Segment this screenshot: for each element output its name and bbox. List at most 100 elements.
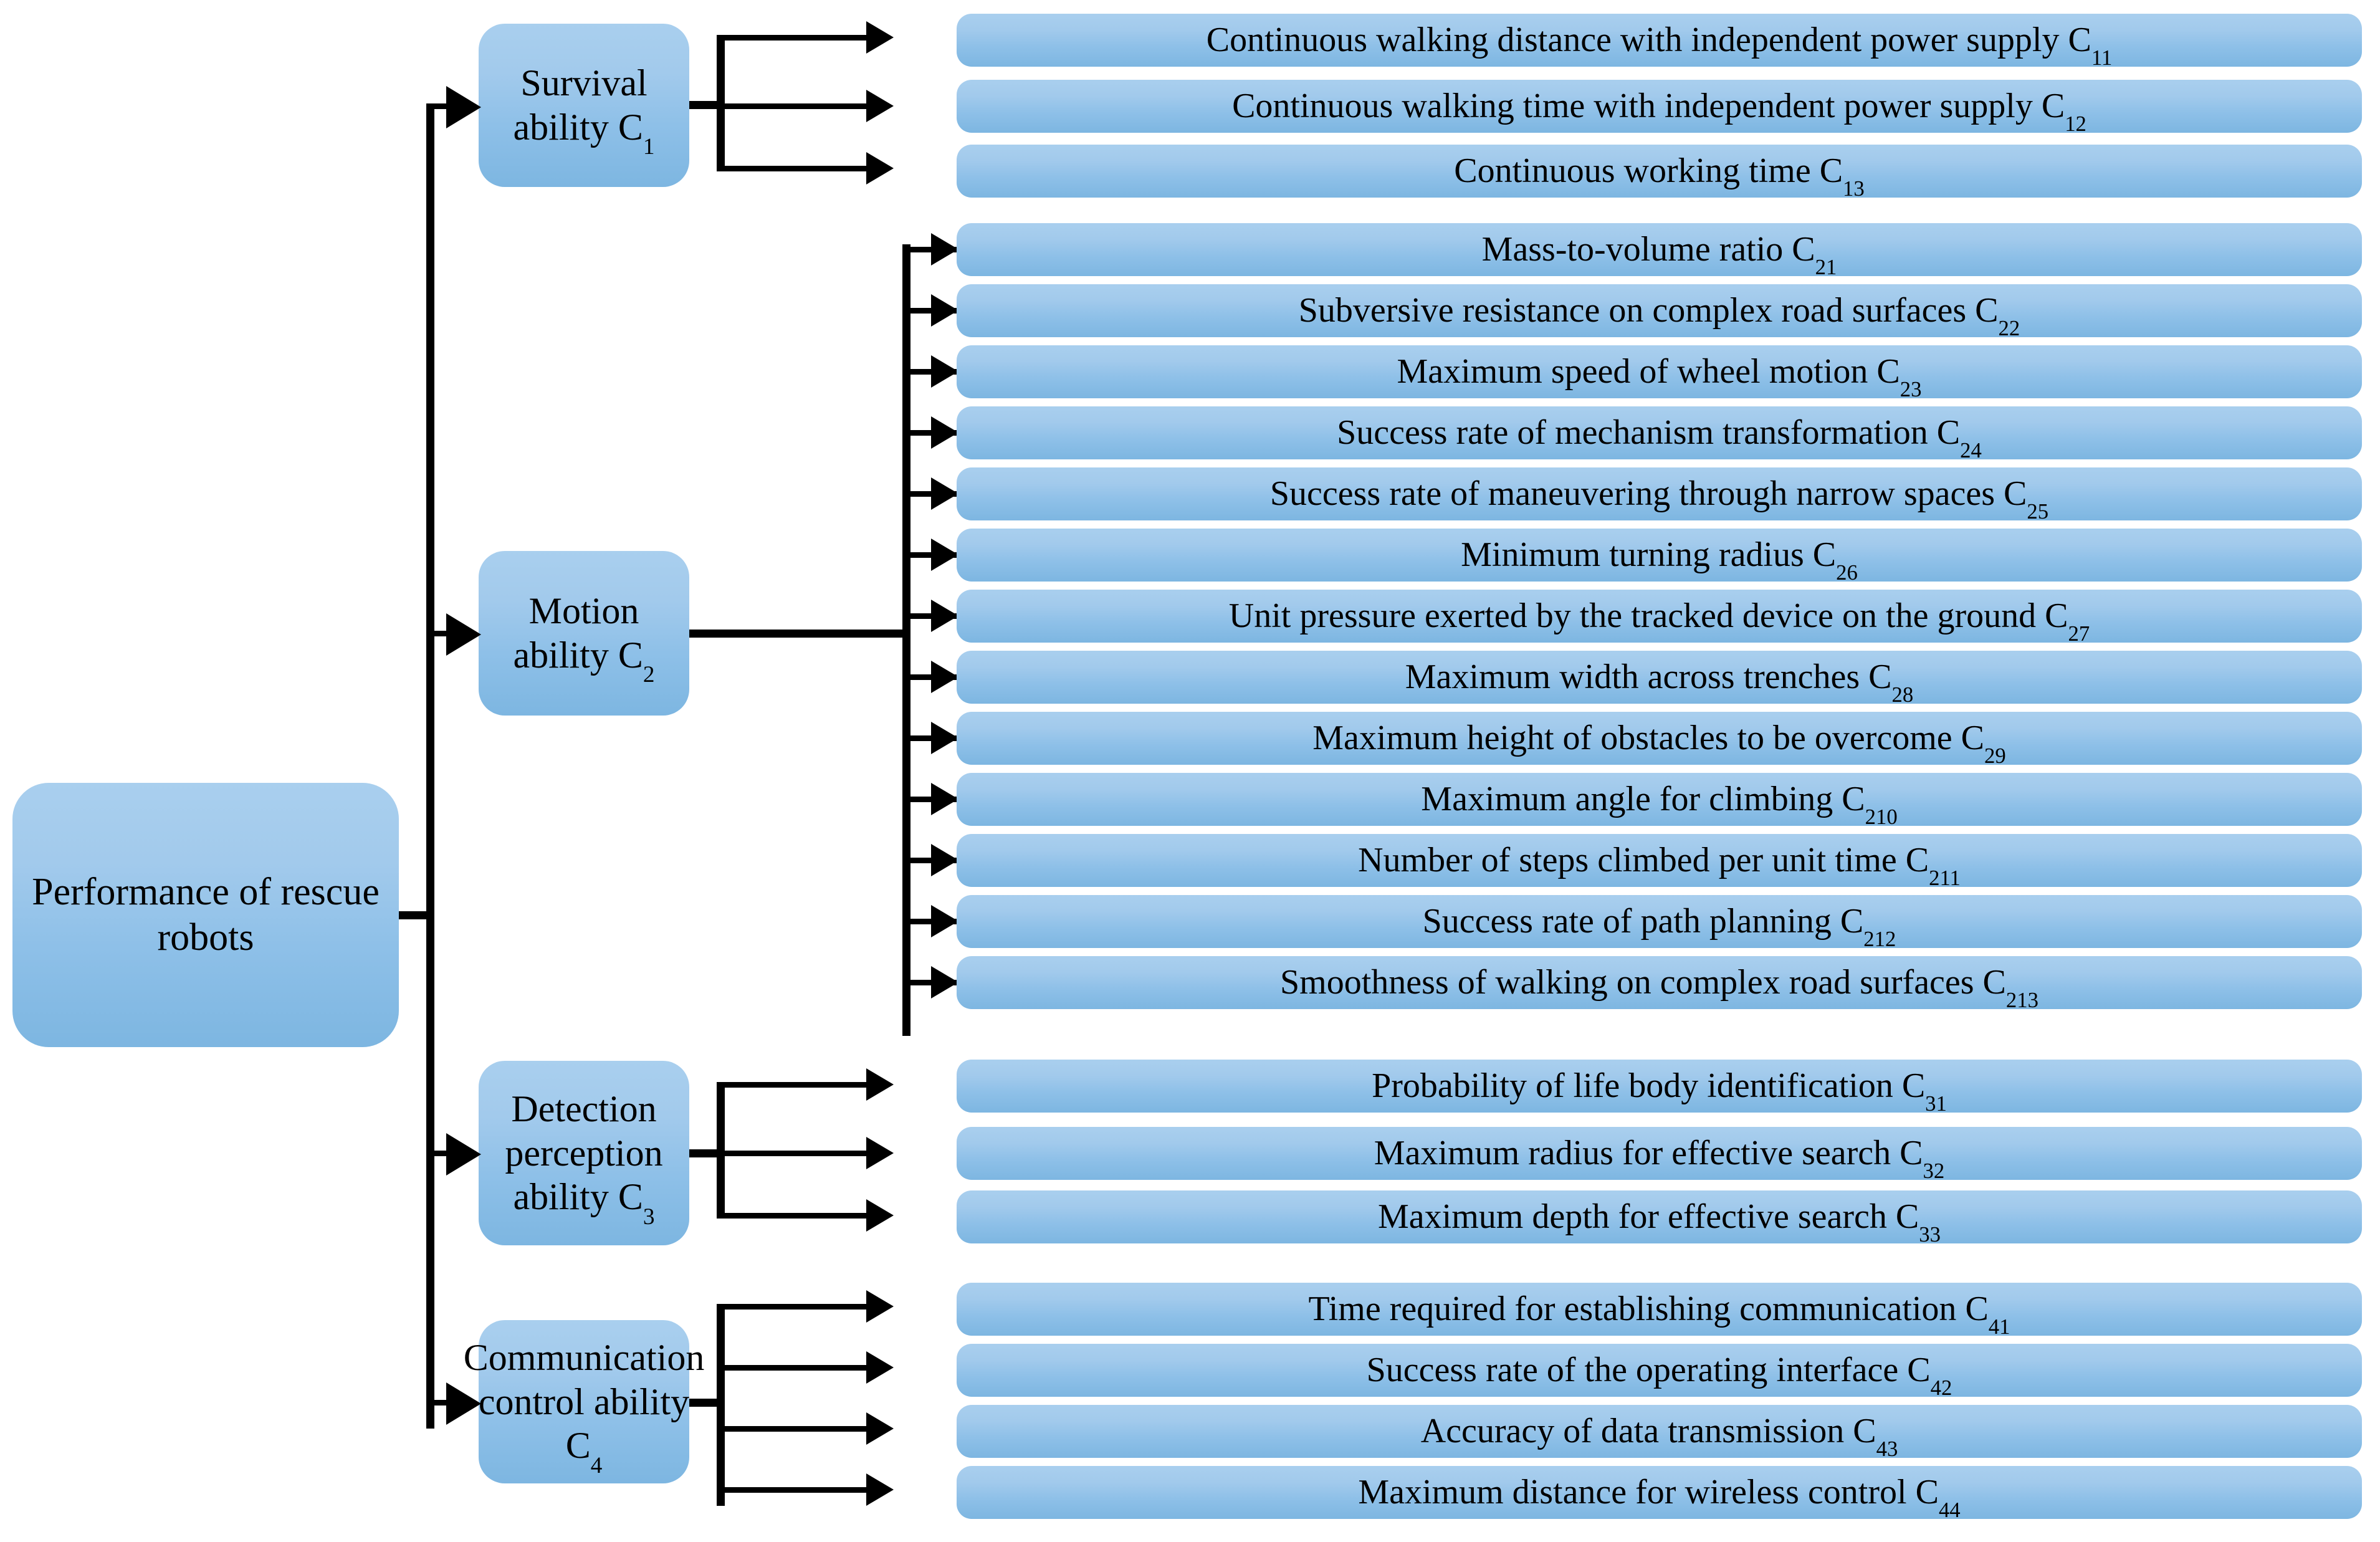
leaf-c210[interactable]: Maximum angle for climbing C210	[957, 773, 2362, 830]
leaf-c212-label: Success rate of path planning C212	[1422, 902, 1896, 952]
leaf-c11[interactable]: Continuous walking distance with indepen…	[957, 14, 2362, 70]
connector-c4-branch-0	[717, 1304, 871, 1310]
arrow-to-leaf-c12	[866, 90, 894, 122]
leaf-c25-label: Success rate of maneuvering through narr…	[1269, 474, 2049, 524]
node-detection-perception-ability-label: Detection perception ability C3	[505, 1088, 663, 1230]
arrow-to-leaf-c33	[866, 1199, 894, 1232]
leaf-c28[interactable]: Maximum width across trenches C28	[957, 651, 2362, 707]
arrow-to-leaf-c21	[931, 233, 958, 266]
leaf-c31-label: Probability of life body identification …	[1372, 1066, 1947, 1116]
connector-c4-stem	[689, 1399, 724, 1407]
leaf-c211[interactable]: Number of steps climbed per unit time C2…	[957, 834, 2362, 891]
arrow-to-leaf-c210	[931, 783, 958, 815]
arrow-to-leaf-c41	[866, 1290, 894, 1323]
connector-c3-branch-1	[717, 1151, 871, 1156]
connector-bus-to-c3	[426, 1151, 452, 1156]
leaf-c12-label: Continuous walking time with independent…	[1232, 87, 2086, 136]
node-survival-ability-label: Survival ability C1	[513, 62, 655, 160]
leaf-c23[interactable]: Maximum speed of wheel motion C23	[957, 345, 2362, 400]
leaf-c26[interactable]: Minimum turning radius C26	[957, 529, 2362, 585]
arrow-to-leaf-c32	[866, 1137, 894, 1169]
connector-c1-branch-1	[717, 103, 871, 109]
arrow-to-leaf-c212	[931, 905, 958, 937]
arrow-to-leaf-c213	[931, 966, 958, 998]
leaf-c26-label: Minimum turning radius C26	[1461, 535, 1858, 585]
arrow-to-leaf-c44	[866, 1473, 894, 1506]
node-root-label: Performance of rescue robots	[32, 870, 380, 959]
connector-root-bus	[426, 107, 434, 1429]
leaf-c213-label: Smoothness of walking on complex road su…	[1280, 963, 2038, 1013]
leaf-c213[interactable]: Smoothness of walking on complex road su…	[957, 956, 2362, 1013]
arrow-to-leaf-c29	[931, 722, 958, 754]
node-motion-ability[interactable]: Motion ability C2	[479, 551, 689, 716]
leaf-c21-label: Mass-to-volume ratio C21	[1481, 230, 1837, 280]
arrow-to-leaf-c211	[931, 844, 958, 876]
arrow-to-leaf-c31	[866, 1068, 894, 1101]
arrow-to-leaf-c25	[931, 477, 958, 510]
connector-c2-bus	[902, 244, 910, 1036]
leaf-c42[interactable]: Success rate of the operating interface …	[957, 1344, 2362, 1401]
node-detection-perception-ability[interactable]: Detection perception ability C3	[479, 1061, 689, 1245]
connector-c4-branch-1	[717, 1365, 871, 1371]
connector-bus-to-c1	[426, 103, 452, 109]
connector-c4-bus	[717, 1306, 725, 1506]
leaf-c29-label: Maximum height of obstacles to be overco…	[1312, 719, 2006, 769]
arrow-to-leaf-c43	[866, 1412, 894, 1445]
leaf-c24[interactable]: Success rate of mechanism transformation…	[957, 406, 2362, 463]
leaf-c41[interactable]: Time required for establishing communica…	[957, 1283, 2362, 1339]
leaf-c33[interactable]: Maximum depth for effective search C33	[957, 1190, 2362, 1247]
connector-bus-to-c4	[426, 1400, 452, 1406]
leaf-c33-label: Maximum depth for effective search C33	[1378, 1197, 1941, 1247]
arrow-to-leaf-c26	[931, 539, 958, 571]
leaf-c27[interactable]: Unit pressure exerted by the tracked dev…	[957, 590, 2362, 646]
leaf-c22-label: Subversive resistance on complex road su…	[1298, 291, 2020, 341]
connector-c3-branch-2	[717, 1213, 871, 1219]
leaf-c211-label: Number of steps climbed per unit time C2…	[1358, 841, 1961, 891]
leaf-c12[interactable]: Continuous walking time with independent…	[957, 80, 2362, 136]
leaf-c27-label: Unit pressure exerted by the tracked dev…	[1228, 596, 2090, 646]
node-communication-control-ability[interactable]: Communication control ability C4	[464, 1320, 704, 1483]
arrow-to-leaf-c22	[931, 294, 958, 327]
arrow-to-leaf-c28	[931, 661, 958, 693]
leaf-c44-label: Maximum distance for wireless control C4…	[1358, 1473, 1961, 1523]
arrow-to-leaf-c23	[931, 355, 958, 388]
connector-bus-to-c2	[426, 631, 452, 636]
leaf-c28-label: Maximum width across trenches C28	[1405, 658, 1914, 707]
arrow-to-communication-control-ability	[446, 1382, 481, 1425]
connector-c4-branch-2	[717, 1426, 871, 1432]
arrow-to-survival-ability	[446, 86, 481, 128]
arrow-to-motion-ability	[446, 613, 481, 656]
arrow-to-leaf-c13	[866, 152, 894, 184]
leaf-c25[interactable]: Success rate of maneuvering through narr…	[957, 467, 2362, 524]
arrow-to-leaf-c27	[931, 600, 958, 632]
leaf-c43[interactable]: Accuracy of data transmission C43	[957, 1405, 2362, 1460]
connector-c1-branch-2	[717, 166, 871, 171]
leaf-c21[interactable]: Mass-to-volume ratio C21	[957, 223, 2362, 280]
leaf-c29[interactable]: Maximum height of obstacles to be overco…	[957, 712, 2362, 769]
arrow-to-leaf-c42	[866, 1351, 894, 1384]
connector-c3-branch-0	[717, 1082, 871, 1088]
leaf-c42-label: Success rate of the operating interface …	[1366, 1351, 1952, 1401]
leaf-c212[interactable]: Success rate of path planning C212	[957, 895, 2362, 952]
node-survival-ability[interactable]: Survival ability C1	[479, 24, 689, 187]
node-motion-ability-label: Motion ability C2	[513, 590, 655, 688]
arrow-to-leaf-c11	[866, 21, 894, 54]
leaf-c31[interactable]: Probability of life body identification …	[957, 1060, 2362, 1116]
leaf-c22[interactable]: Subversive resistance on complex road su…	[957, 284, 2362, 341]
leaf-c32-label: Maximum radius for effective search C32	[1374, 1134, 1945, 1184]
leaf-c44[interactable]: Maximum distance for wireless control C4…	[957, 1466, 2362, 1523]
leaf-c13-label: Continuous working time C13	[1454, 151, 1865, 201]
node-root-performance[interactable]: Performance of rescue robots	[12, 783, 399, 1047]
arrow-to-leaf-c24	[931, 416, 958, 449]
leaf-c13[interactable]: Continuous working time C13	[957, 145, 2362, 201]
connector-c1-branch-0	[717, 35, 871, 41]
leaf-c41-label: Time required for establishing communica…	[1308, 1290, 2010, 1339]
leaf-c32[interactable]: Maximum radius for effective search C32	[957, 1127, 2362, 1184]
leaf-c24-label: Success rate of mechanism transformation…	[1337, 413, 1982, 463]
arrow-to-detection-perception-ability	[446, 1133, 481, 1176]
connector-c4-branch-3	[717, 1487, 871, 1493]
leaf-c11-label: Continuous walking distance with indepen…	[1206, 21, 2113, 70]
connector-root-stem	[399, 911, 434, 919]
leaf-c210-label: Maximum angle for climbing C210	[1421, 780, 1898, 830]
